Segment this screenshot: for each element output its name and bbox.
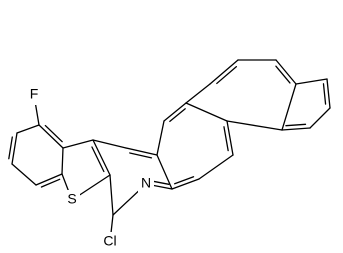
double-bond-inner-n25-n26 — [322, 83, 327, 105]
bond-c10-c11 — [125, 147, 158, 156]
bond-n24-n25 — [295, 78, 328, 85]
bond-c18-c19 — [226, 120, 234, 156]
double-bond-inner-c10-c11 — [129, 152, 153, 159]
double-bond-inner-c18-c19 — [223, 126, 229, 152]
double-bond-inner-n27-n28 — [285, 123, 307, 127]
bond-b2-b3 — [11, 132, 18, 165]
nitrogen-atom-label: N — [141, 175, 151, 191]
double-bond-inner-c7-c8 — [91, 146, 105, 173]
fluorine-atom-label: F — [30, 86, 39, 102]
bond-c7-c10 — [92, 139, 127, 149]
bond-c11-c15 — [156, 120, 165, 156]
bond-lines — [8, 59, 331, 243]
bond-n21-n22 — [209, 59, 239, 85]
bond-b6-c7 — [62, 139, 94, 149]
bond-b1-b2 — [16, 124, 40, 134]
bond-n25-n26 — [326, 78, 331, 109]
bond-n23-n24 — [275, 59, 297, 85]
double-bond-inner-c15-c16 — [169, 108, 186, 123]
sulfur-atom-label: S — [67, 191, 76, 207]
bond-b5-b6 — [61, 147, 64, 175]
chlorine-label-backdrop — [99, 232, 121, 252]
chlorine-atom-label: Cl — [103, 233, 116, 249]
bond-c11-c12 — [156, 154, 173, 190]
bond-n27-n28 — [281, 127, 311, 131]
nitrogen-label-backdrop — [138, 174, 154, 194]
double-bond-inner-b6-b1 — [44, 124, 63, 143]
bond-n28-c18 — [226, 120, 283, 131]
bond-b3-b4 — [11, 163, 37, 186]
double-bond-inner-b2-b3 — [8, 136, 13, 160]
bond-n28-n24 — [281, 83, 297, 131]
double-bond-inner-c20-c12 — [174, 176, 195, 185]
bond-c19-c20 — [198, 154, 234, 180]
bond-c14-c8 — [109, 174, 114, 216]
fluorine-label-backdrop — [26, 85, 42, 105]
bond-n26-n27 — [309, 107, 331, 129]
sulfur-label-backdrop — [64, 190, 80, 210]
bond-c15-c16 — [163, 102, 187, 122]
bond-c7-c8 — [92, 139, 111, 176]
double-bond-inner-n23-n24 — [275, 65, 291, 84]
bond-c16-n21 — [185, 83, 211, 104]
bond-c20-c12 — [171, 178, 200, 190]
bond-b6-b1 — [38, 124, 64, 149]
atom-labels: F S N Cl — [26, 85, 154, 252]
bond-b4-b5 — [35, 173, 63, 186]
double-bond-inner-n21-n22 — [216, 65, 238, 85]
double-bond-inner-b4-b5 — [40, 178, 61, 188]
bond-c16-c18 — [185, 102, 228, 122]
